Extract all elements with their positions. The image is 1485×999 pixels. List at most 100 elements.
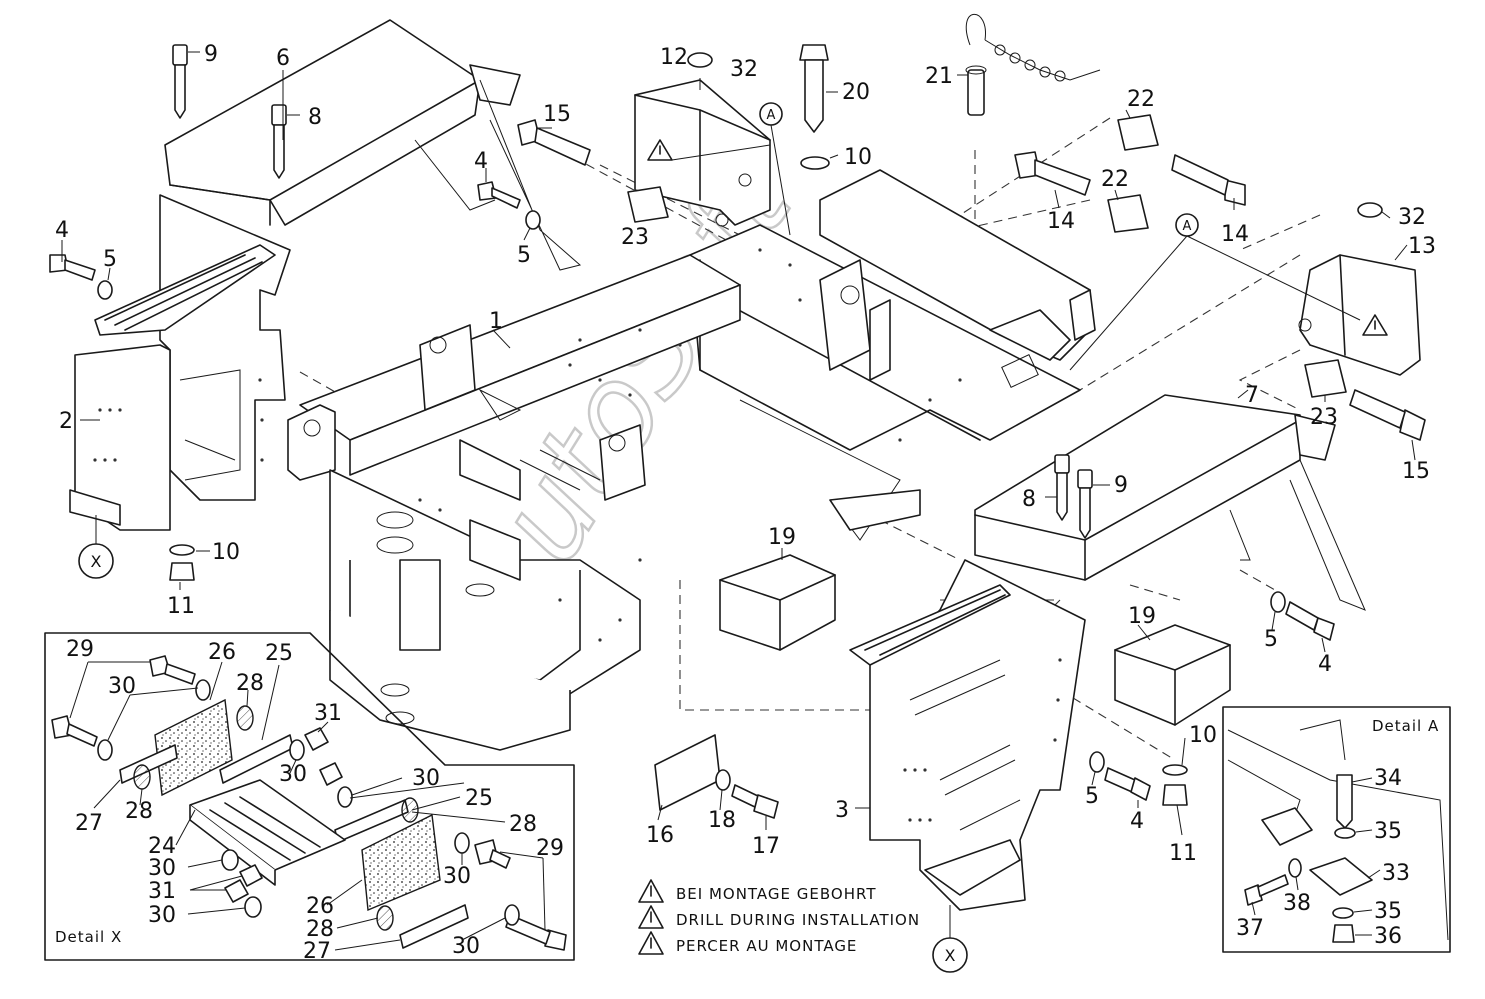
callout-17: 17 — [752, 834, 780, 859]
callout-32: 32 — [730, 57, 758, 82]
callout-8: 8 — [1022, 487, 1036, 512]
callout-10: 10 — [1189, 723, 1217, 748]
left-step-assembly-part-2 — [69, 194, 291, 531]
callout-7: 7 — [1245, 383, 1259, 408]
ref-marker-a-top-label: A — [767, 108, 776, 123]
callout-29: 29 — [66, 637, 94, 662]
warning-triangle-icon — [638, 879, 664, 903]
callout-27: 27 — [75, 811, 103, 836]
warning-line-en: DRILL DURING INSTALLATION — [676, 911, 920, 929]
callout-5: 5 — [1264, 627, 1278, 652]
callout-27: 27 — [303, 939, 331, 964]
callout-25: 25 — [465, 786, 493, 811]
callout-30: 30 — [452, 934, 480, 959]
callout-10: 10 — [844, 145, 872, 170]
callout-4: 4 — [55, 218, 69, 243]
callout-12: 12 — [660, 45, 688, 70]
right-step-assembly-part-3 — [849, 559, 1086, 911]
callout-9: 9 — [1114, 473, 1128, 498]
lock-washer-28-d — [376, 905, 394, 931]
callout-13: 13 — [1408, 234, 1436, 259]
callout-23: 23 — [621, 225, 649, 250]
ref-marker-x-left-label: X — [91, 552, 102, 571]
warning-triangle-icon — [647, 139, 673, 161]
lock-washer-28-a — [236, 705, 254, 731]
callout-19: 19 — [1128, 604, 1156, 629]
callout-19: 19 — [768, 525, 796, 550]
callout-28: 28 — [236, 671, 264, 696]
callout-24: 24 — [148, 834, 176, 859]
callout-30: 30 — [412, 766, 440, 791]
callout-26: 26 — [306, 894, 334, 919]
callout-15: 15 — [543, 102, 571, 127]
warning-triangle-icon — [638, 905, 664, 929]
ref-marker-x-right-label: X — [945, 946, 956, 965]
callout-35: 35 — [1374, 899, 1402, 924]
callout-25: 25 — [265, 641, 293, 666]
main-frame-part-1 — [287, 169, 1096, 751]
callout-16: 16 — [646, 823, 674, 848]
callout-8: 8 — [308, 105, 322, 130]
detail-a-panel: Detail A — [1222, 706, 1451, 953]
callout-4: 4 — [474, 149, 488, 174]
callout-28: 28 — [125, 799, 153, 824]
fasteners — [49, 44, 1426, 819]
callout-34: 34 — [1374, 766, 1402, 791]
lock-washer-28-c — [401, 797, 419, 823]
callout-20: 20 — [842, 80, 870, 105]
callout-29: 29 — [536, 836, 564, 861]
callout-33: 33 — [1382, 861, 1410, 886]
lock-washer-28-b — [133, 764, 151, 790]
callout-11: 11 — [167, 594, 195, 619]
weight-block-19-right — [1114, 624, 1231, 726]
callout-30: 30 — [443, 864, 471, 889]
callout-35: 35 — [1374, 819, 1402, 844]
pad-part-26-bottom — [361, 813, 441, 912]
callout-4: 4 — [1318, 652, 1332, 677]
callout-30: 30 — [279, 762, 307, 787]
detail-x-panel: Detail X — [44, 632, 575, 961]
detail-a-title: Detail A — [1372, 717, 1439, 735]
pad-part-26-top — [154, 698, 233, 797]
callout-5: 5 — [517, 243, 531, 268]
callout-6: 6 — [276, 46, 290, 71]
callout-18: 18 — [708, 808, 736, 833]
warning-legend: BEI MONTAGE GEBOHRT DRILL DURING INSTALL… — [638, 879, 920, 955]
callout-labels: 1 2 3 4 4 4 4 5 5 5 5 6 7 8 8 9 9 10 10 … — [55, 42, 1436, 964]
callout-22: 22 — [1101, 167, 1129, 192]
callout-32: 32 — [1398, 205, 1426, 230]
right-cover-part-7 — [974, 394, 1366, 611]
callout-37: 37 — [1236, 916, 1264, 941]
callout-30: 30 — [148, 903, 176, 928]
callout-14: 14 — [1047, 209, 1075, 234]
counterweight-part-13 — [1298, 254, 1421, 376]
callout-28: 28 — [306, 917, 334, 942]
detail-x-title: Detail X — [55, 928, 122, 946]
callout-23: 23 — [1310, 405, 1338, 430]
callout-36: 36 — [1374, 924, 1402, 949]
callout-30: 30 — [148, 856, 176, 881]
callout-28: 28 — [509, 812, 537, 837]
weight-block-19-left — [719, 554, 836, 651]
callout-31: 31 — [314, 701, 342, 726]
callout-5: 5 — [103, 247, 117, 272]
callout-38: 38 — [1283, 891, 1311, 916]
warning-line-de: BEI MONTAGE GEBOHRT — [676, 885, 877, 903]
callout-5: 5 — [1085, 784, 1099, 809]
warning-icons-on-parts — [647, 139, 1388, 336]
callout-30: 30 — [108, 674, 136, 699]
callout-2: 2 — [59, 409, 73, 434]
pin-part-21 — [965, 13, 1101, 116]
callout-4: 4 — [1130, 809, 1144, 834]
callout-31: 31 — [148, 879, 176, 904]
warning-triangle-icon — [638, 931, 664, 955]
callout-14: 14 — [1221, 222, 1249, 247]
callout-11: 11 — [1169, 841, 1197, 866]
callout-15: 15 — [1402, 459, 1430, 484]
callout-3: 3 — [835, 798, 849, 823]
callout-10: 10 — [212, 540, 240, 565]
callout-26: 26 — [208, 640, 236, 665]
callout-1: 1 — [489, 309, 503, 334]
callout-9: 9 — [204, 42, 218, 67]
